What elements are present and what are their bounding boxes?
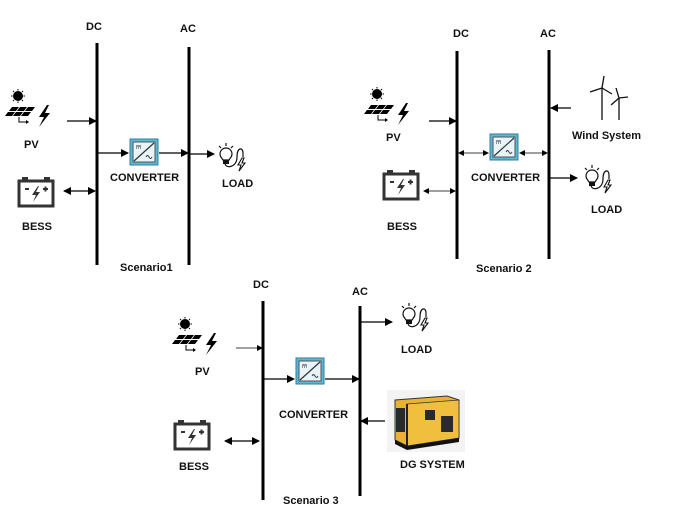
ac-bus-label: AC bbox=[540, 28, 556, 40]
load-label: LOAD bbox=[222, 178, 253, 190]
converter-icon bbox=[129, 138, 159, 166]
load-label: LOAD bbox=[591, 204, 622, 216]
ac-bus-label: AC bbox=[180, 23, 196, 35]
battery-icon bbox=[382, 168, 420, 201]
bess-label: BESS bbox=[387, 221, 417, 233]
pv-label: PV bbox=[386, 132, 401, 144]
converter-label: CONVERTER bbox=[110, 172, 179, 184]
scenario-3: DC AC PV BESS CONVERTER LOAD DG SYSTEM S… bbox=[171, 279, 466, 507]
scenario-title: Scenario 3 bbox=[283, 495, 339, 507]
pv-icon bbox=[363, 86, 410, 126]
load-icon bbox=[401, 302, 429, 332]
converter-icon bbox=[295, 357, 325, 385]
scenario-title: Scenario1 bbox=[120, 262, 173, 274]
pv-icon bbox=[171, 316, 218, 356]
battery-icon bbox=[17, 175, 55, 208]
converter-label: CONVERTER bbox=[279, 409, 348, 421]
load-label: LOAD bbox=[401, 344, 432, 356]
load-icon bbox=[218, 142, 246, 172]
dc-bus-label: DC bbox=[453, 28, 469, 40]
pv-label: PV bbox=[24, 139, 39, 151]
scenario-1: DC AC PV BESS CONVERTER LOAD Scenario1 bbox=[4, 21, 253, 274]
scenario-2: DC AC PV BESS CONVERTER Wind System LOAD… bbox=[363, 28, 641, 275]
ac-bus-label: AC bbox=[352, 286, 368, 298]
pv-label: PV bbox=[195, 366, 210, 378]
dg-label: DG SYSTEM bbox=[400, 459, 465, 471]
battery-icon bbox=[173, 418, 211, 451]
dc-bus-label: DC bbox=[253, 279, 269, 291]
load-icon bbox=[584, 164, 612, 194]
pv-icon bbox=[4, 88, 51, 128]
converter-icon bbox=[489, 133, 519, 161]
scenario-title: Scenario 2 bbox=[476, 263, 532, 275]
bess-label: BESS bbox=[179, 461, 209, 473]
converter-label: CONVERTER bbox=[471, 172, 540, 184]
wind-label: Wind System bbox=[572, 130, 641, 142]
bess-label: BESS bbox=[22, 221, 52, 233]
diesel-generator-icon bbox=[386, 389, 466, 453]
dc-bus-label: DC bbox=[86, 21, 102, 33]
wind-turbine-icon bbox=[589, 75, 629, 121]
